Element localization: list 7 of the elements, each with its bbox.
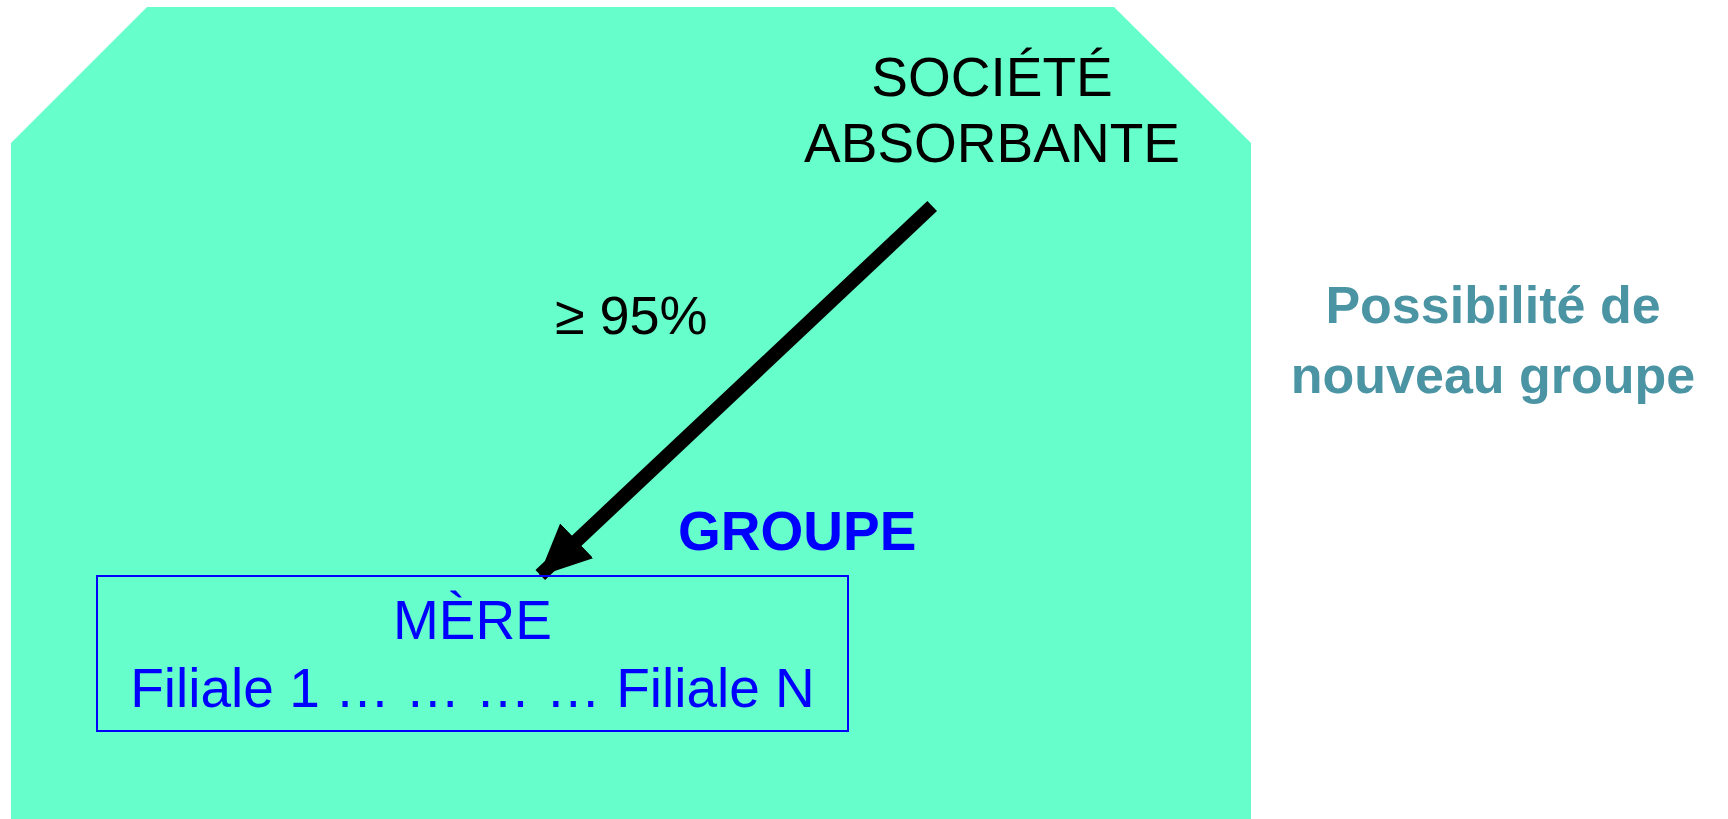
- group-heading: GROUPE: [678, 499, 917, 563]
- arrow: [535, 200, 937, 581]
- group-text: MÈRE: [393, 587, 552, 653]
- edge-label: ≥ 95%: [554, 283, 708, 346]
- side-note: Possibilité de nouveau groupe: [1289, 275, 1697, 406]
- group-text: Filiale 1 … … … … Filiale N: [130, 655, 815, 721]
- company-label: SOCIÉTÉ ABSORBANTE: [762, 44, 1222, 176]
